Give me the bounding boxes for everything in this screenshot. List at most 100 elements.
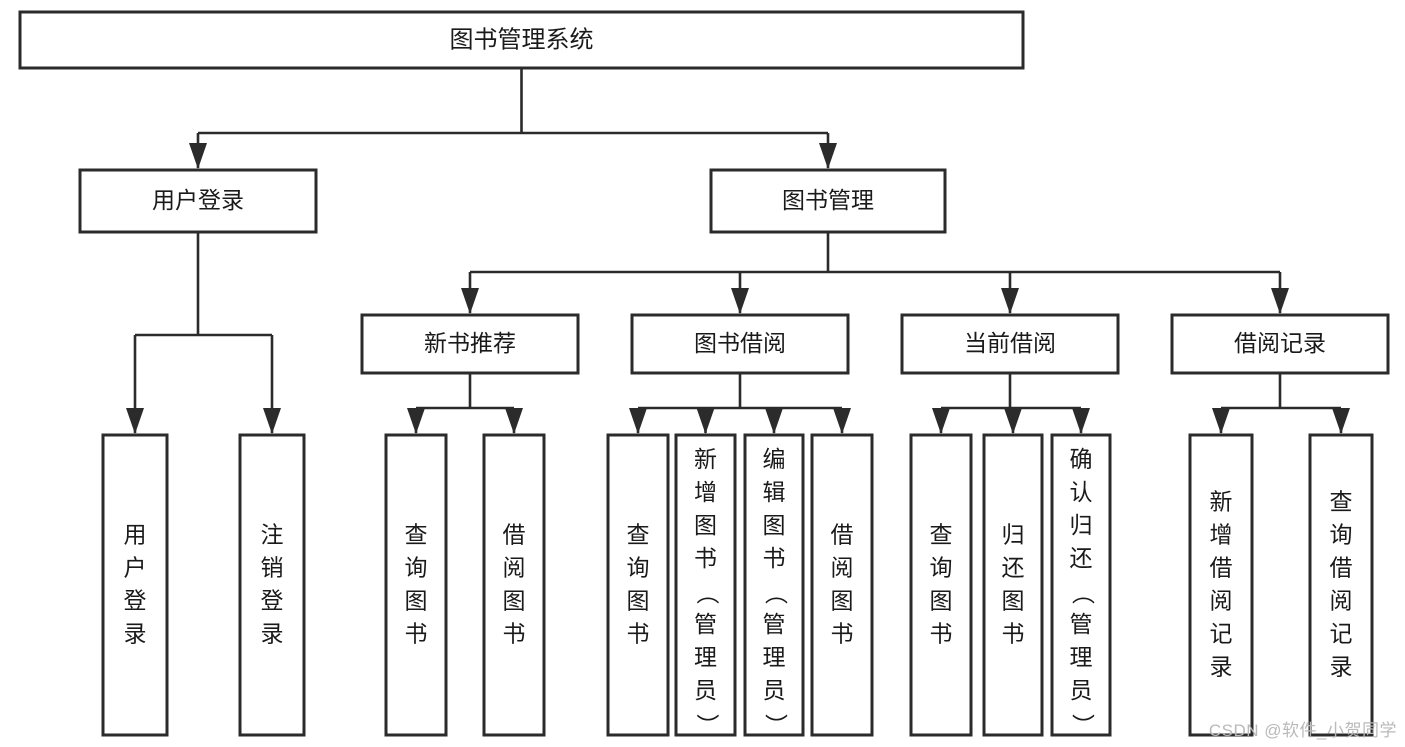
node-label-char: 员 <box>694 677 717 703</box>
node-label-char: 借 <box>1210 555 1233 581</box>
node-label-char: 登 <box>261 588 284 614</box>
node-label-char: ） <box>763 714 789 737</box>
node-box[interactable] <box>78 168 318 234</box>
node-box[interactable] <box>982 433 1044 737</box>
node-label-char: 增 <box>1210 522 1233 548</box>
node-level2[interactable]: 用户登录 <box>78 168 318 234</box>
node-label: 用户登录 <box>152 187 244 213</box>
node-label-char: 阅 <box>1330 588 1353 614</box>
node-label-char: （ <box>1070 582 1096 605</box>
node-label-char: ） <box>694 714 720 737</box>
node-label: 借阅记录 <box>1234 330 1326 356</box>
node-label-char: 阅 <box>1210 588 1233 614</box>
node-label-char: 询 <box>930 555 953 581</box>
node-label-char: 借 <box>831 522 854 548</box>
node-box[interactable] <box>606 433 670 737</box>
node-box[interactable] <box>238 433 306 737</box>
arrow-head-icon <box>819 143 837 169</box>
node-level3[interactable]: 图书借阅 <box>630 313 850 375</box>
node-label-char: 记 <box>1210 621 1233 647</box>
arrow-head-icon <box>765 408 783 434</box>
node-box[interactable] <box>360 313 580 375</box>
node-label-char: ） <box>1070 714 1096 737</box>
node-label-char: 户 <box>124 555 147 581</box>
node-label-char: 归 <box>1002 522 1025 548</box>
node-label-char: 理 <box>1070 644 1093 670</box>
node-level3[interactable]: 借阅记录 <box>1170 313 1390 375</box>
arrow-head-icon <box>833 408 851 434</box>
node-label-char: 图 <box>763 512 786 538</box>
node-label-char: 认 <box>1070 479 1093 505</box>
node-box[interactable] <box>384 433 448 737</box>
arrow-head-icon <box>696 408 715 434</box>
node-box[interactable] <box>900 313 1120 375</box>
node-label-char: 书 <box>694 545 717 571</box>
node-label-char: 询 <box>1330 522 1353 548</box>
arrow-head-icon <box>1001 288 1019 314</box>
node-label-char: 新 <box>1210 489 1233 515</box>
node-root[interactable]: 图书管理系统 <box>18 10 1025 70</box>
node-box[interactable] <box>1170 313 1390 375</box>
node-label-char: 管 <box>1070 611 1093 637</box>
node-box[interactable] <box>1308 433 1374 737</box>
node-label-char: 还 <box>1070 545 1093 571</box>
csdn-watermark: CSDN @软件_小贺同学 <box>1208 721 1397 740</box>
node-label-char: 员 <box>1070 677 1093 703</box>
node-label-char: 书 <box>831 621 854 647</box>
node-label: 当前借阅 <box>964 330 1056 356</box>
node-box[interactable] <box>743 433 805 737</box>
arrow-head-icon <box>932 408 950 434</box>
node-level3[interactable]: 新书推荐 <box>360 313 580 375</box>
node-box[interactable] <box>482 433 546 737</box>
node-box[interactable] <box>630 313 850 375</box>
node-level2[interactable]: 图书管理 <box>709 168 947 234</box>
node-box[interactable] <box>1050 433 1112 737</box>
arrow-head-icon <box>505 408 523 434</box>
node-box[interactable] <box>101 433 169 737</box>
node-box[interactable] <box>909 433 973 737</box>
node-label-char: 书 <box>930 621 953 647</box>
arrow-head-icon <box>126 408 144 434</box>
node-label-char: （ <box>763 582 789 605</box>
arrow-head-icon <box>407 408 425 434</box>
node-box[interactable] <box>709 168 947 234</box>
node-label-char: 确 <box>1070 446 1093 472</box>
node-label-char: 查 <box>627 522 650 548</box>
arrow-head-icon <box>629 408 647 434</box>
arrow-head-icon <box>1004 408 1022 434</box>
node-level3[interactable]: 当前借阅 <box>900 313 1120 375</box>
node-box[interactable] <box>18 10 1025 70</box>
arrow-head-icon <box>731 288 749 314</box>
node-label-char: 查 <box>1330 489 1353 515</box>
node-label-char: 管 <box>694 611 717 637</box>
node-label-char: 还 <box>1002 555 1025 581</box>
arrow-head-icon <box>1271 288 1289 314</box>
node-label-char: 书 <box>405 621 428 647</box>
node-label-char: 图 <box>503 588 526 614</box>
node-label-char: 录 <box>124 621 147 647</box>
node-box[interactable] <box>1188 433 1254 737</box>
node-label: 图书借阅 <box>694 330 786 356</box>
node-label-char: 查 <box>930 522 953 548</box>
node-label-char: 询 <box>627 555 650 581</box>
node-box[interactable] <box>810 433 874 737</box>
node-leaf[interactable]: 用户登录 <box>101 433 169 737</box>
node-box[interactable] <box>674 433 737 737</box>
node-label-char: 图 <box>1002 588 1025 614</box>
node-label-char: 询 <box>405 555 428 581</box>
node-label-char: 录 <box>261 621 284 647</box>
